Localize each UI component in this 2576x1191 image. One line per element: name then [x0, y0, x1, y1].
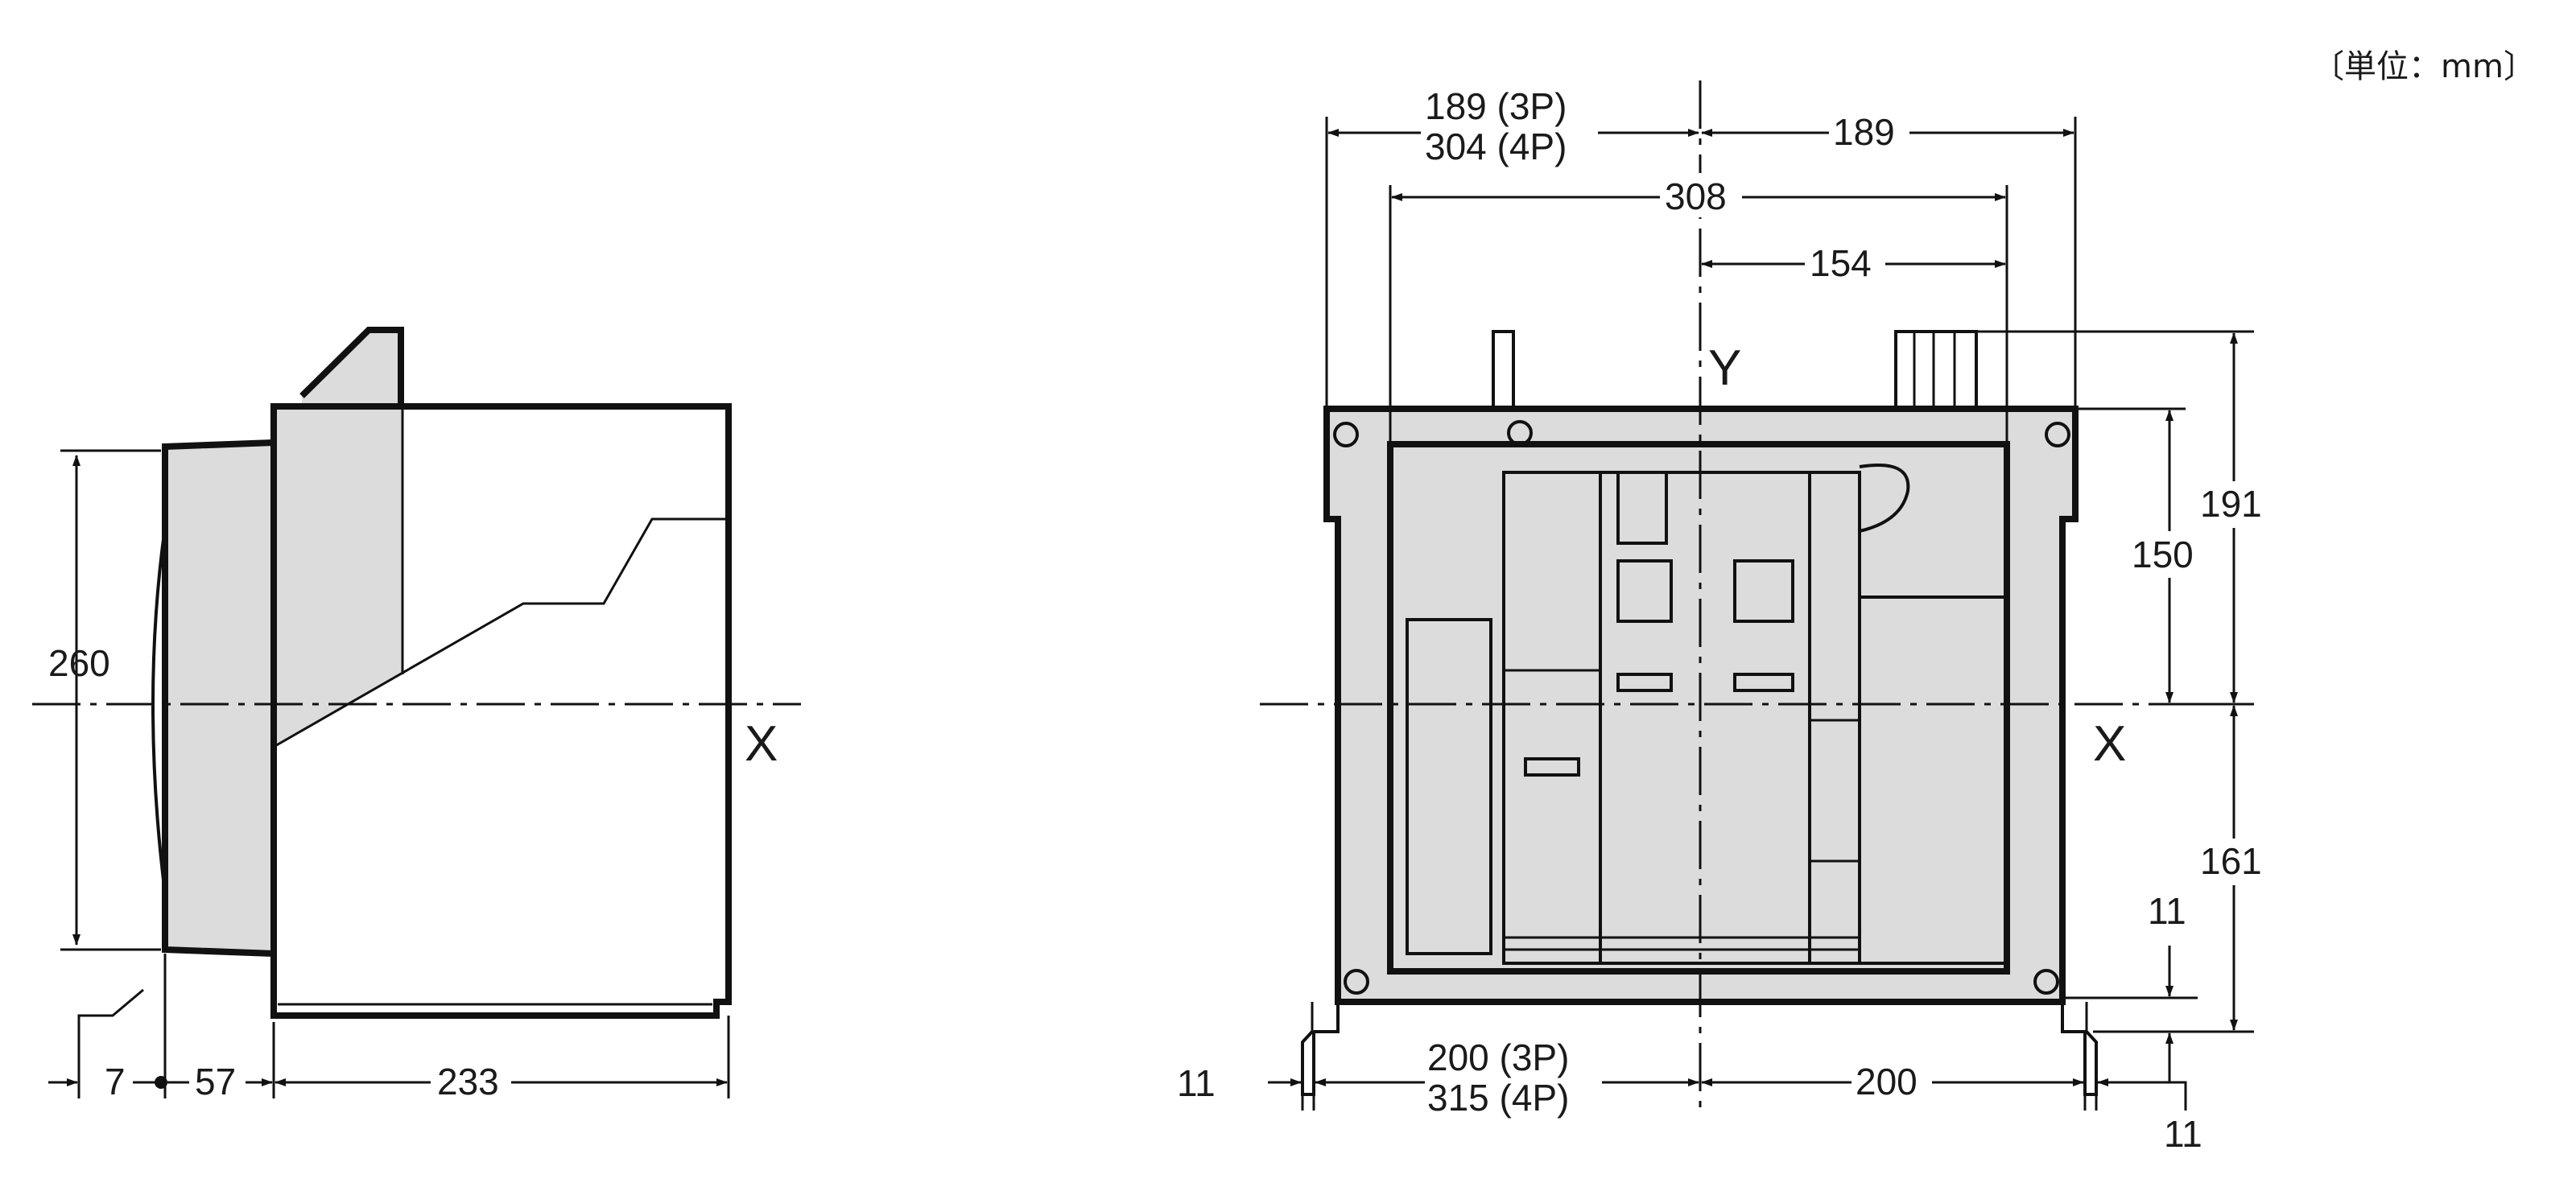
side-lever-outline: [299, 327, 404, 406]
front-label-150-bg: [2129, 531, 2210, 578]
module-left-slot: [1524, 757, 1580, 777]
front-foot-left-step: [1314, 1002, 1340, 1033]
front-label-308: 308: [1665, 175, 1727, 217]
side-front-cover-outline: [162, 439, 275, 957]
mount-hole-top-left: [1333, 422, 1359, 447]
front-label-189-3p: 189 (3P): [1425, 85, 1567, 127]
side-label-233-bg: [431, 1056, 511, 1098]
side-label-233: 233: [437, 1061, 499, 1102]
mount-hole-bottom-right: [2033, 969, 2059, 995]
side-x-label: X: [745, 716, 778, 772]
side-label-57-bg: [189, 1056, 246, 1098]
front-label-161: 161: [2200, 840, 2262, 882]
side-dim-dot: [155, 1076, 167, 1089]
front-label-154-bg: [1805, 240, 1885, 284]
front-view: X Y 189 (3P) 304 (4P) 189 308 154 150 19…: [1177, 80, 2278, 1155]
front-dim-11-right-leader: [2125, 1081, 2187, 1111]
side-label-57: 57: [195, 1061, 236, 1102]
side-diagonal: [273, 517, 729, 748]
front-label-11-right: 11: [2164, 1113, 2202, 1155]
side-body-outline: [270, 403, 732, 1019]
front-foot-right-step: [2061, 1002, 2087, 1033]
mount-hole-bottom-left: [1344, 969, 1369, 995]
unit-note: 〔単位：mm〕: [2312, 48, 2536, 85]
front-foot-right: [2083, 1029, 2098, 1096]
module-window-right: [1733, 559, 1794, 623]
front-label-161-bg: [2198, 839, 2278, 885]
module-center-top-tab: [1616, 471, 1668, 545]
module-right-panel: [1858, 596, 2008, 965]
side-grey-panel: [274, 406, 402, 747]
front-label-left-bg: [1421, 80, 1598, 169]
mount-hole-top-mid: [1507, 420, 1533, 446]
module-slot-left: [1616, 673, 1673, 692]
mount-hole-top-right: [2045, 422, 2070, 447]
side-ext-7: [77, 988, 144, 1098]
front-label-154: 154: [1810, 242, 1872, 284]
front-label-200-3p: 200 (3P): [1427, 1036, 1569, 1078]
front-label-bottom-left-bg: [1425, 1034, 1602, 1123]
front-label-191-bg: [2198, 481, 2278, 528]
front-foot-left: [1301, 1029, 1315, 1096]
module-window-left: [1616, 559, 1673, 623]
front-label-200-bg: [1852, 1058, 1932, 1102]
module-left-strip: [1406, 618, 1492, 955]
front-label-304-4p: 304 (4P): [1425, 126, 1567, 167]
front-label-11-foot: 11: [2148, 890, 2186, 932]
side-view: X 260 7 57 233: [32, 327, 801, 1102]
module-handle: [1859, 464, 1910, 533]
front-label-308-bg: [1660, 173, 1742, 217]
module-slot-right: [1733, 673, 1794, 692]
side-label-260: 260: [48, 642, 110, 684]
front-y-label: Y: [1708, 340, 1741, 396]
side-label-7: 7: [105, 1061, 126, 1102]
front-label-191: 191: [2200, 483, 2262, 525]
side-grey-lever: [302, 330, 401, 406]
side-front-cover: [165, 443, 274, 954]
front-top-terminal: [1492, 330, 1515, 410]
front-top-connector: [1894, 330, 1978, 410]
front-label-11-left: 11: [1177, 1062, 1216, 1104]
front-label-315-4p: 315 (4P): [1427, 1077, 1569, 1119]
front-label-189: 189: [1833, 111, 1895, 153]
front-label-150: 150: [2132, 534, 2194, 575]
front-x-label: X: [2093, 716, 2126, 772]
front-label-200: 200: [1856, 1061, 1918, 1102]
front-label-189-bg: [1829, 109, 1909, 153]
